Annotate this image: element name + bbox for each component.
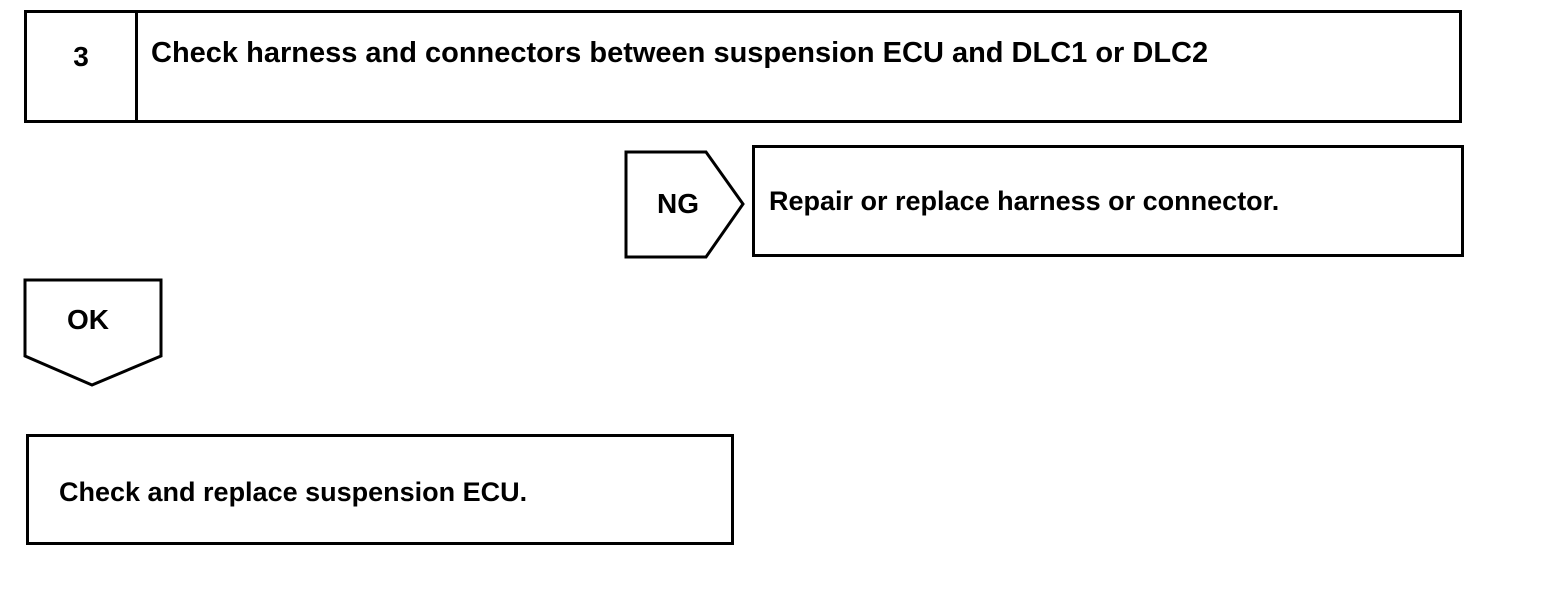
final-action-box: Check and replace suspension ECU. <box>26 434 734 545</box>
ng-arrow-shape <box>624 150 745 259</box>
ok-label: OK <box>67 304 109 335</box>
final-action-text: Check and replace suspension ECU. <box>59 477 528 507</box>
step-box: 3 Check harness and connectors between s… <box>24 10 1462 123</box>
ng-label: NG <box>657 188 699 219</box>
ng-result-text: Repair or replace harness or connector. <box>769 186 1280 216</box>
step-title: Check harness and connectors between sus… <box>151 37 1209 69</box>
ok-arrow-shape <box>23 278 163 387</box>
step-number: 3 <box>27 13 138 120</box>
ng-result-box: Repair or replace harness or connector. <box>752 145 1464 257</box>
